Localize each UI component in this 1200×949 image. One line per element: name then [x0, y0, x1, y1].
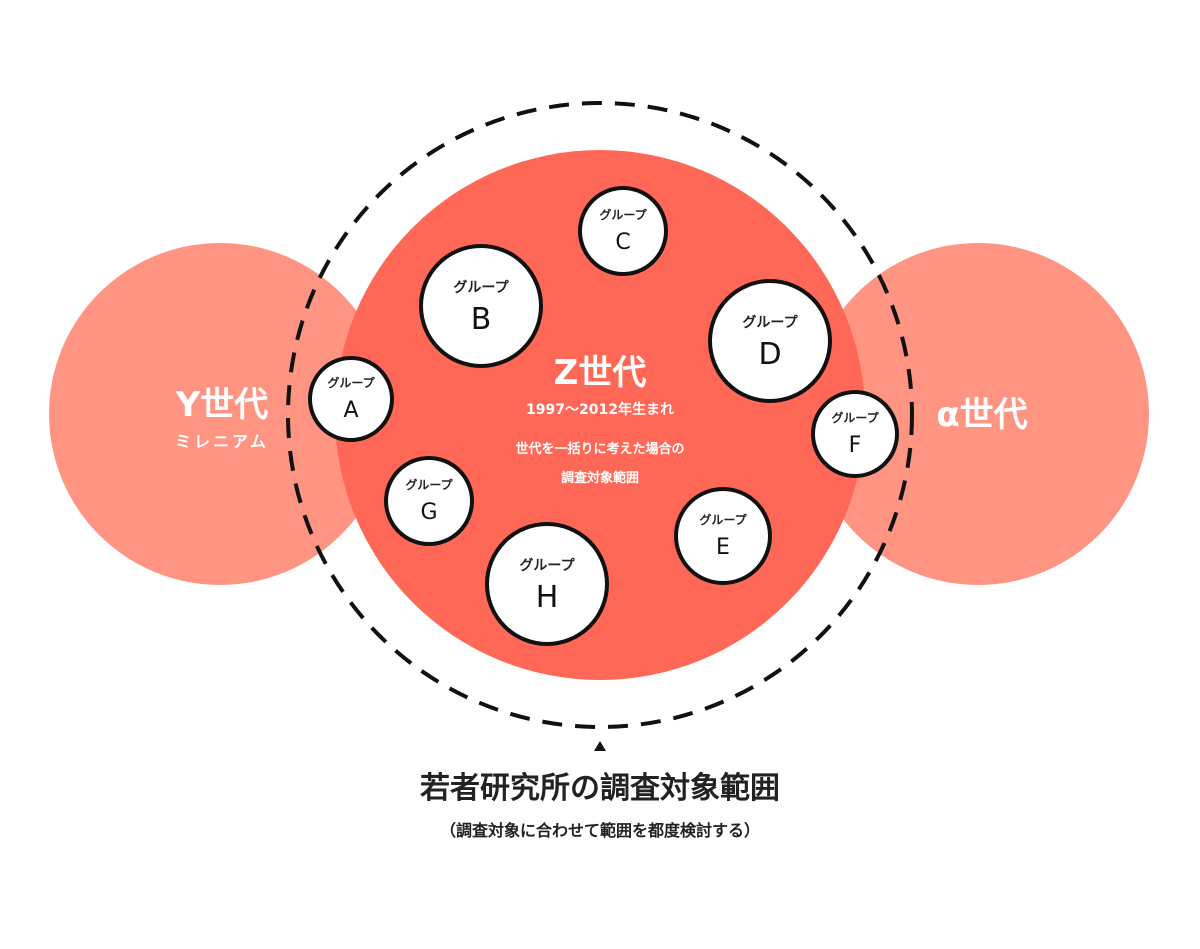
group-letter-label: B — [471, 302, 492, 337]
group-prefix-label: グループ — [519, 557, 575, 574]
group-letter-label: F — [849, 433, 862, 458]
group-f-bubble: グループ F — [811, 390, 899, 478]
caption-title: 若者研究所の調査対象範囲 — [420, 771, 780, 806]
group-letter-label: H — [536, 580, 559, 615]
group-h-bubble: グループ H — [485, 522, 609, 646]
group-prefix-label: グループ — [699, 512, 747, 527]
group-circle — [308, 356, 394, 442]
y-generation-title: Y世代 — [175, 385, 269, 425]
group-prefix-label: グループ — [405, 477, 453, 492]
y-generation-circle — [49, 243, 391, 585]
group-letter-label: A — [343, 398, 358, 423]
research-scope-dashed-circle — [286, 101, 914, 729]
group-prefix-label: グループ — [831, 410, 879, 425]
group-circle — [578, 186, 668, 276]
pointer-triangle-icon — [594, 741, 606, 751]
alpha-generation-circle — [807, 243, 1149, 585]
caption-subtitle: （調査対象に合わせて範囲を都度検討する） — [440, 821, 760, 840]
group-letter-label: E — [716, 535, 730, 560]
z-generation-note-line1: 世代を一括りに考えた場合の — [515, 441, 684, 457]
group-circle — [708, 279, 832, 403]
group-prefix-label: グループ — [599, 207, 647, 222]
z-generation-note-line2: 調査対象範囲 — [561, 470, 639, 486]
z-generation-years: 1997〜2012年生まれ — [526, 401, 674, 418]
z-generation-title: Z世代 — [554, 353, 647, 393]
alpha-generation-title: α世代 — [936, 395, 1027, 435]
group-prefix-label: グループ — [453, 279, 509, 296]
group-letter-label: C — [615, 230, 630, 255]
group-circle — [485, 522, 609, 646]
group-c-bubble: グループ C — [578, 186, 668, 276]
group-a-bubble: グループ A — [308, 356, 394, 442]
group-circle — [384, 456, 474, 546]
group-e-bubble: グループ E — [674, 487, 772, 585]
group-b-bubble: グループ B — [419, 244, 543, 368]
group-letter-label: D — [758, 337, 781, 372]
group-prefix-label: グループ — [742, 314, 798, 331]
group-circle — [811, 390, 899, 478]
group-d-bubble: グループ D — [708, 279, 832, 403]
group-circle — [419, 244, 543, 368]
group-g-bubble: グループ G — [384, 456, 474, 546]
group-prefix-label: グループ — [327, 375, 375, 390]
y-generation-subtitle: ミレニアム — [175, 432, 269, 451]
group-letter-label: G — [420, 500, 437, 525]
group-circle — [674, 487, 772, 585]
